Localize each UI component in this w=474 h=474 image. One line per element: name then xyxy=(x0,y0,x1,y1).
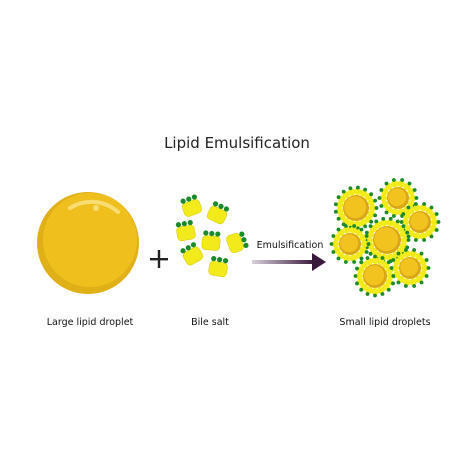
plus-icon xyxy=(150,250,168,268)
bile-salt-molecule xyxy=(226,231,249,254)
bile-salt-molecule xyxy=(206,201,230,225)
small-lipid-droplet xyxy=(377,178,419,218)
large-lipid-droplet xyxy=(37,192,139,294)
small-lipid-droplet xyxy=(333,185,379,231)
bile-salt-label: Bile salt xyxy=(191,317,229,328)
large-droplet-label: Large lipid droplet xyxy=(46,317,134,328)
small-lipid-droplet xyxy=(329,224,371,264)
bile-salt-molecule xyxy=(208,256,229,278)
small-droplets-label: Small lipid droplets xyxy=(339,317,431,328)
small-lipid-droplets xyxy=(329,178,441,298)
small-lipid-droplet xyxy=(353,254,397,298)
small-lipid-droplet xyxy=(389,248,431,288)
bile-salt-molecule xyxy=(180,242,204,266)
bile-salt-cluster xyxy=(175,194,249,278)
bile-salt-molecule xyxy=(201,230,221,251)
emulsification-label: Emulsification xyxy=(256,240,324,251)
emulsification-arrow xyxy=(252,253,326,271)
diagram-title: Lipid Emulsification xyxy=(164,134,310,152)
bile-salt-molecule xyxy=(175,220,196,242)
bile-salt-molecule xyxy=(180,194,203,217)
